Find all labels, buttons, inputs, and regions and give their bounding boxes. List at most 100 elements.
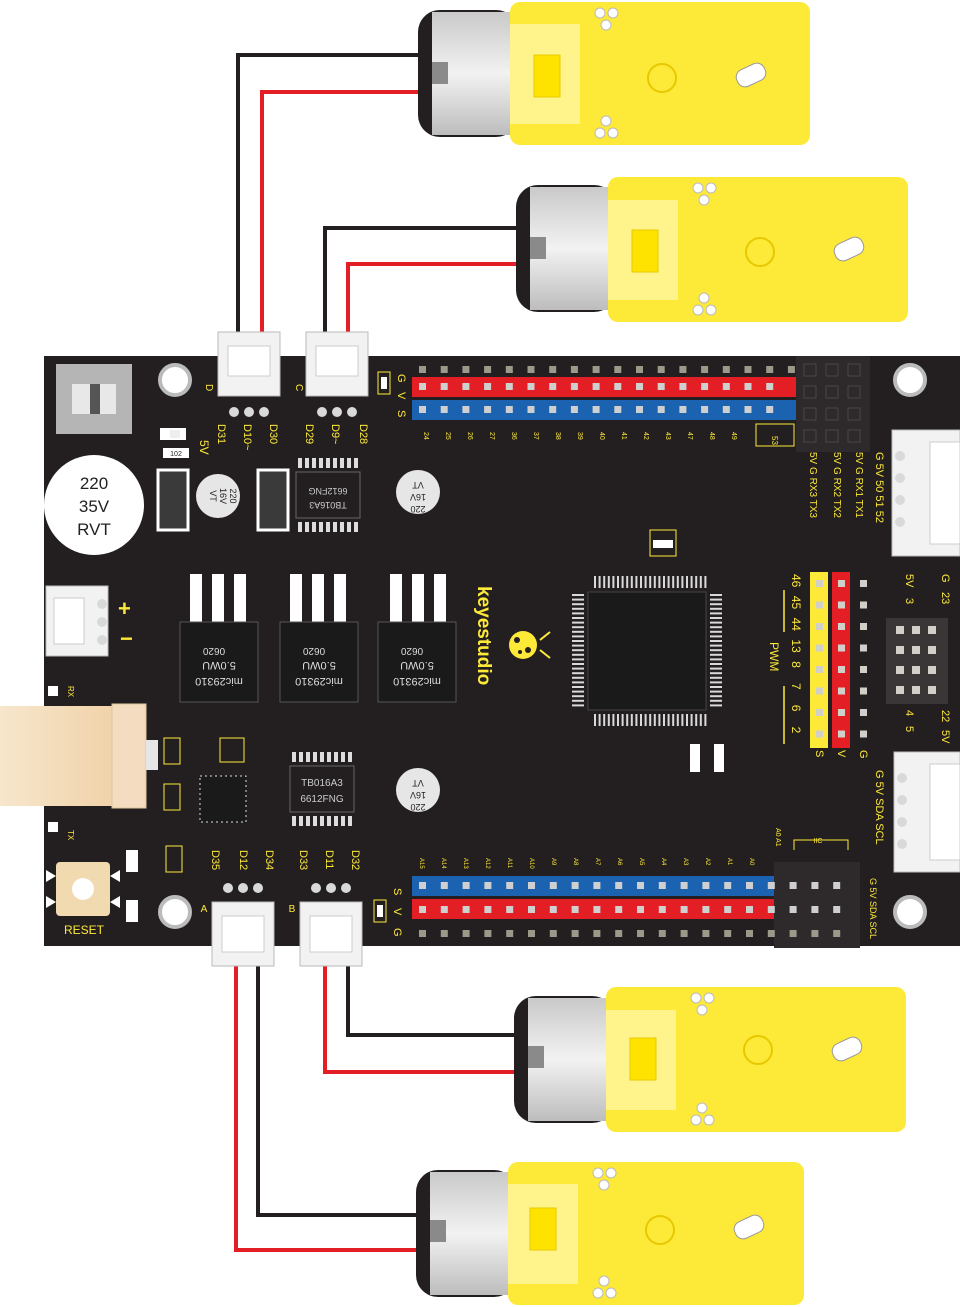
header-pin <box>657 406 665 413</box>
header-pin <box>860 709 867 716</box>
header-pin <box>838 644 845 652</box>
header-number-label: A10 <box>528 858 534 869</box>
header-number-label: 47 <box>686 432 693 440</box>
svg-text:0620: 0620 <box>302 645 325 656</box>
pin-label: D10~ <box>241 424 253 451</box>
pin-label: D29 <box>303 424 315 444</box>
svg-text:220: 220 <box>410 504 425 514</box>
chip-pin <box>572 630 584 633</box>
chip-pin <box>672 576 675 588</box>
header-pin <box>838 623 845 630</box>
header-pin <box>506 882 514 889</box>
chip-pin <box>710 621 722 624</box>
chip-pin <box>572 603 584 606</box>
chip-pin <box>612 714 615 726</box>
header-pin <box>811 930 819 937</box>
chip-pin <box>667 576 670 588</box>
i2c-connector-mid[interactable] <box>893 751 960 873</box>
pwm-number-label: 2 <box>789 727 803 734</box>
header-pin <box>636 383 643 390</box>
header-pin <box>680 930 688 937</box>
power-switch[interactable] <box>56 364 132 434</box>
header-number-label: 48 <box>708 432 715 440</box>
header-pin <box>636 366 643 373</box>
chip-pin <box>572 649 584 652</box>
header-number-label: 42 <box>642 432 649 440</box>
resistor-code: 102 <box>170 451 182 458</box>
chip-pin <box>663 714 665 726</box>
header-pin <box>419 366 426 373</box>
header-number-label: A6 <box>616 858 622 866</box>
header-pin <box>484 366 492 373</box>
header-pin <box>746 882 753 889</box>
chip-pin <box>572 658 584 661</box>
header-pin <box>766 366 774 373</box>
header-pin <box>462 930 470 937</box>
header-pin <box>592 406 600 413</box>
header-pin <box>702 906 710 913</box>
pwm-number-label: 45 <box>789 596 803 610</box>
i2c-bottom-label: G 5V SDA SCL <box>868 878 878 939</box>
header-number-label: A15 <box>418 858 424 869</box>
svg-text:220: 220 <box>410 802 425 812</box>
header-pin <box>592 383 600 390</box>
pwm-row-s: S <box>813 750 825 757</box>
header-pin-socket <box>847 407 861 421</box>
pwm-row-g: G <box>857 750 869 759</box>
header-pin <box>637 930 644 937</box>
header-pin <box>506 906 514 913</box>
header-pin <box>615 930 623 937</box>
svg-text:220: 220 <box>228 488 238 503</box>
motor-port-d-connector[interactable] <box>217 331 281 417</box>
chip-pin <box>710 699 722 702</box>
header-pin <box>528 930 535 937</box>
pin-53-label: 53 <box>770 436 779 445</box>
header-pin <box>593 930 601 937</box>
header-number-label: 39 <box>576 432 583 440</box>
chip-pin <box>572 635 584 638</box>
power-input-connector[interactable] <box>45 585 109 657</box>
header-pin <box>570 406 578 413</box>
header-pin <box>657 366 665 373</box>
header-pin <box>928 646 936 654</box>
chip-pin <box>699 714 702 726</box>
svg-text:mic29310: mic29310 <box>195 675 243 687</box>
chip-pin <box>572 667 584 670</box>
wire-black-motor-2 <box>323 226 516 340</box>
pwm-row-v: V <box>835 750 847 758</box>
chip-pin <box>644 714 647 726</box>
capacitor-small-a: 220 16V VT <box>196 474 240 518</box>
chip-pin <box>710 644 722 647</box>
motor-port-c-connector[interactable] <box>305 331 369 417</box>
header-pin <box>860 666 867 673</box>
aux-top-5v: 5V <box>903 574 915 588</box>
header-pin-socket <box>847 385 861 399</box>
svg-text:6612FNG: 6612FNG <box>300 794 344 805</box>
chip-pin <box>710 617 722 619</box>
reset-button[interactable] <box>46 862 120 916</box>
header-pin <box>637 882 644 889</box>
i2c-port-top-label: G 5V 50 51 52 <box>873 452 885 523</box>
header-pin <box>838 580 845 587</box>
mount-hole <box>893 895 927 929</box>
chip-pin <box>710 603 722 606</box>
chip-pin <box>699 576 702 588</box>
motor-port-a-connector[interactable] <box>211 883 275 967</box>
header-pin <box>505 383 513 390</box>
pwm-number-label: 46 <box>789 574 803 588</box>
header-pin <box>789 930 797 937</box>
wire-black-motor-3 <box>346 960 514 1037</box>
aux-bottom-22: 22 <box>939 710 951 722</box>
header-pin <box>912 686 920 694</box>
header-pin <box>767 882 775 889</box>
mount-hole <box>893 363 927 397</box>
motor-port-b-connector[interactable] <box>299 883 363 967</box>
header-pin <box>462 366 470 373</box>
i2c-connector-top[interactable] <box>891 429 960 557</box>
chip-pin <box>572 663 584 665</box>
header-pin <box>860 644 867 652</box>
header-pin <box>440 383 448 390</box>
chip-pin <box>695 576 698 588</box>
chip-pin <box>667 714 670 726</box>
chip-pin <box>653 576 656 588</box>
